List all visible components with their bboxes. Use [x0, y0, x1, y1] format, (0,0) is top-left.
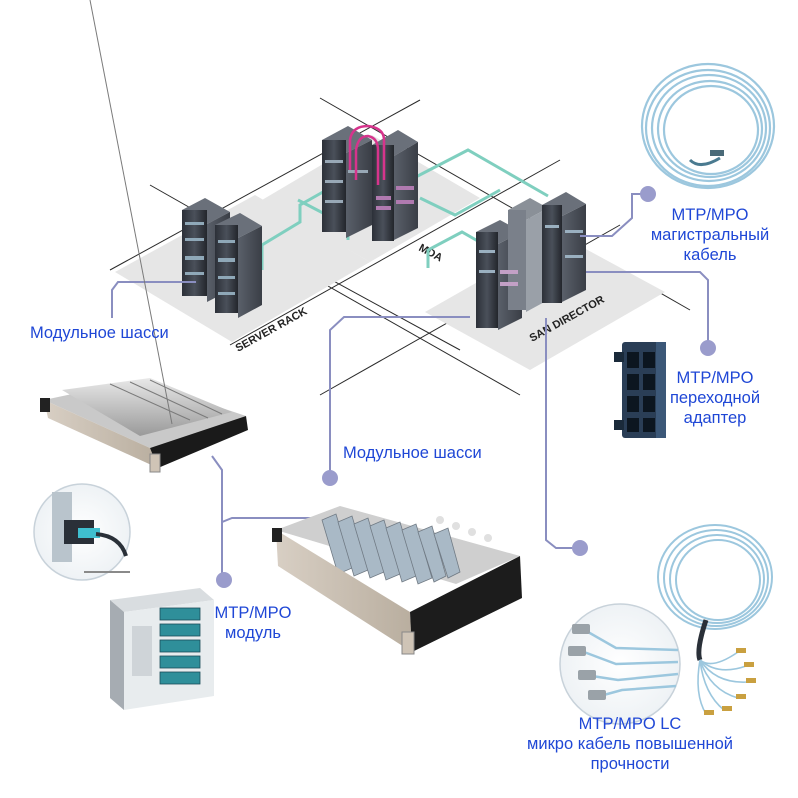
leader-lc-cable [545, 318, 580, 549]
label-chassis-center-text: Модульное шасси [343, 444, 482, 462]
trunk-cable-coil [640, 62, 776, 190]
lc-connector-detail-circle [559, 603, 681, 725]
label-trunk-cable-line2: магистральный [650, 226, 770, 244]
mda-rack-group [322, 124, 418, 241]
dot-adapter [700, 340, 716, 356]
lc-fanout-cable [657, 524, 773, 715]
leader-trunk-cable [580, 193, 648, 237]
leader-chassis-left [111, 281, 196, 318]
dot-chassis-center [322, 470, 338, 486]
label-chassis-left: Модульное шасси [30, 323, 169, 343]
label-chassis-left-text: Модульное шасси [30, 324, 169, 342]
module-detail-circle [33, 483, 131, 581]
pink-patch-cables [348, 124, 386, 185]
leader-adapter [586, 271, 709, 348]
label-adapter-line1: MTP/MPO [676, 369, 754, 387]
label-lc-cable-line2: микро кабель повышенной [527, 735, 733, 753]
label-module: MTP/MPO модуль [198, 603, 308, 643]
label-module-line2: модуль [225, 624, 281, 642]
left-modular-chassis [40, 0, 248, 473]
mda-floor-label: MDA [417, 242, 445, 264]
san-director-rack-group [476, 192, 586, 330]
center-modular-chassis [272, 506, 522, 655]
label-adapter-line2: переходной [669, 389, 761, 407]
leader-lines [111, 193, 709, 578]
label-lc-cable-line1: MTP/MPO LC [578, 715, 682, 733]
dot-trunk-cable [640, 186, 656, 202]
label-chassis-center: Модульное шасси [343, 443, 482, 463]
label-trunk-cable: MTP/MPO магистральный кабель [640, 205, 780, 265]
label-lc-cable: MTP/MPO LC микро кабель повышенной прочн… [480, 714, 780, 774]
label-trunk-cable-line3: кабель [683, 246, 737, 264]
label-adapter-line3: адаптер [683, 409, 747, 427]
label-module-line1: MTP/MPO [214, 604, 292, 622]
dot-module [216, 572, 232, 588]
mpo-module-cassette [110, 588, 214, 710]
label-lc-cable-line3: прочности [590, 755, 670, 773]
leader-chassis-center [329, 316, 470, 478]
leader-dots [216, 186, 716, 588]
dot-lc-cable [572, 540, 588, 556]
mpo-adapter [614, 342, 666, 438]
label-adapter: MTP/MPO переходной адаптер [660, 368, 770, 428]
label-trunk-cable-line1: MTP/MPO [671, 206, 749, 224]
